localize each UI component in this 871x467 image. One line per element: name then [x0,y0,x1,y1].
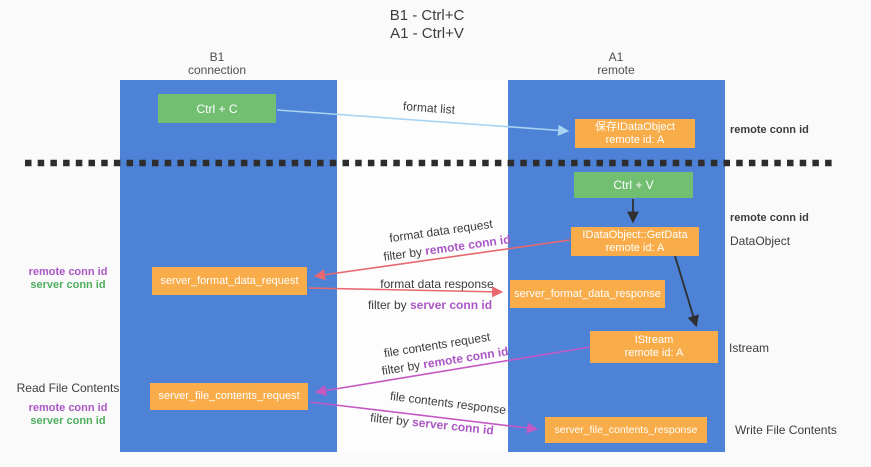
server-format-data-response-label: server_format_data_response [514,287,661,300]
idataobject-getdata-box: IDataObject::GetData remote id: A [571,227,699,256]
read-file-contents-annotation: Read File Contents [16,381,120,395]
remote-conn-id-annotation-left-2: remote conn id [28,402,108,414]
server-file-contents-request-box: server_file_contents_request [150,383,308,410]
server-format-data-request-label: server_format_data_request [160,274,299,287]
ctrl-c-label: Ctrl + C [196,101,238,116]
title-line-1: B1 - Ctrl+C [389,7,465,24]
idataobject-getdata-line2: remote id: A [605,241,665,254]
istream-line1: IStream [634,334,674,346]
left-column-header: B1 connection [117,51,317,77]
left-column-subtitle: connection [187,63,247,77]
diagram-title: B1 - Ctrl+C A1 - Ctrl+V [0,7,854,43]
ctrl-v-box: Ctrl + V [574,172,693,198]
right-column-header: A1 remote [516,51,716,77]
save-idataobject-line1: 保存IDataObject [594,120,676,133]
save-idataobject-box: 保存IDataObject remote id: A [575,119,695,148]
ctrl-v-label: Ctrl + V [613,178,654,192]
save-idataobject-line2: remote id: A [605,133,665,146]
write-file-contents-annotation: Write File Contents [735,423,837,437]
filter-by-text: filter by [367,298,407,312]
server-file-contents-response-box: server_file_contents_response [545,417,707,443]
server-file-contents-response-label: server_file_contents_response [554,423,698,436]
remote-conn-id-annotation-dataobject: remote conn id [730,212,809,224]
format-data-response-label: format data response [380,277,494,291]
server-format-data-response-box: server_format_data_response [510,280,665,308]
istream-box: IStream remote id: A [590,331,718,363]
server-conn-id-annotation-left-1: server conn id [30,279,106,291]
istream-line2: remote id: A [624,347,684,359]
istream-annotation: Istream [729,341,770,355]
right-column-name: A1 [608,50,624,64]
dataobject-annotation: DataObject [730,234,791,248]
server-conn-id-annotation-left-2: server conn id [30,415,106,427]
server-conn-id-text: server conn id [410,298,493,312]
server-file-contents-request-label: server_file_contents_request [158,390,300,402]
left-column-name: B1 [209,50,225,64]
title-line-2: A1 - Ctrl+V [390,25,464,42]
right-column-subtitle: remote [597,63,635,77]
remote-conn-id-annotation-top: remote conn id [730,124,809,136]
idataobject-getdata-line1: IDataObject::GetData [582,228,688,241]
left-conn-id-block-2: remote conn id server conn id [0,402,136,428]
filter-by-server-conn-id-label-1: filter by server conn id [368,298,492,312]
remote-conn-id-annotation-left-1: remote conn id [28,266,108,278]
server-format-data-request-box: server_format_data_request [152,267,307,295]
ctrl-c-box: Ctrl + C [158,94,276,123]
left-conn-id-block-1: remote conn id server conn id [0,266,136,292]
